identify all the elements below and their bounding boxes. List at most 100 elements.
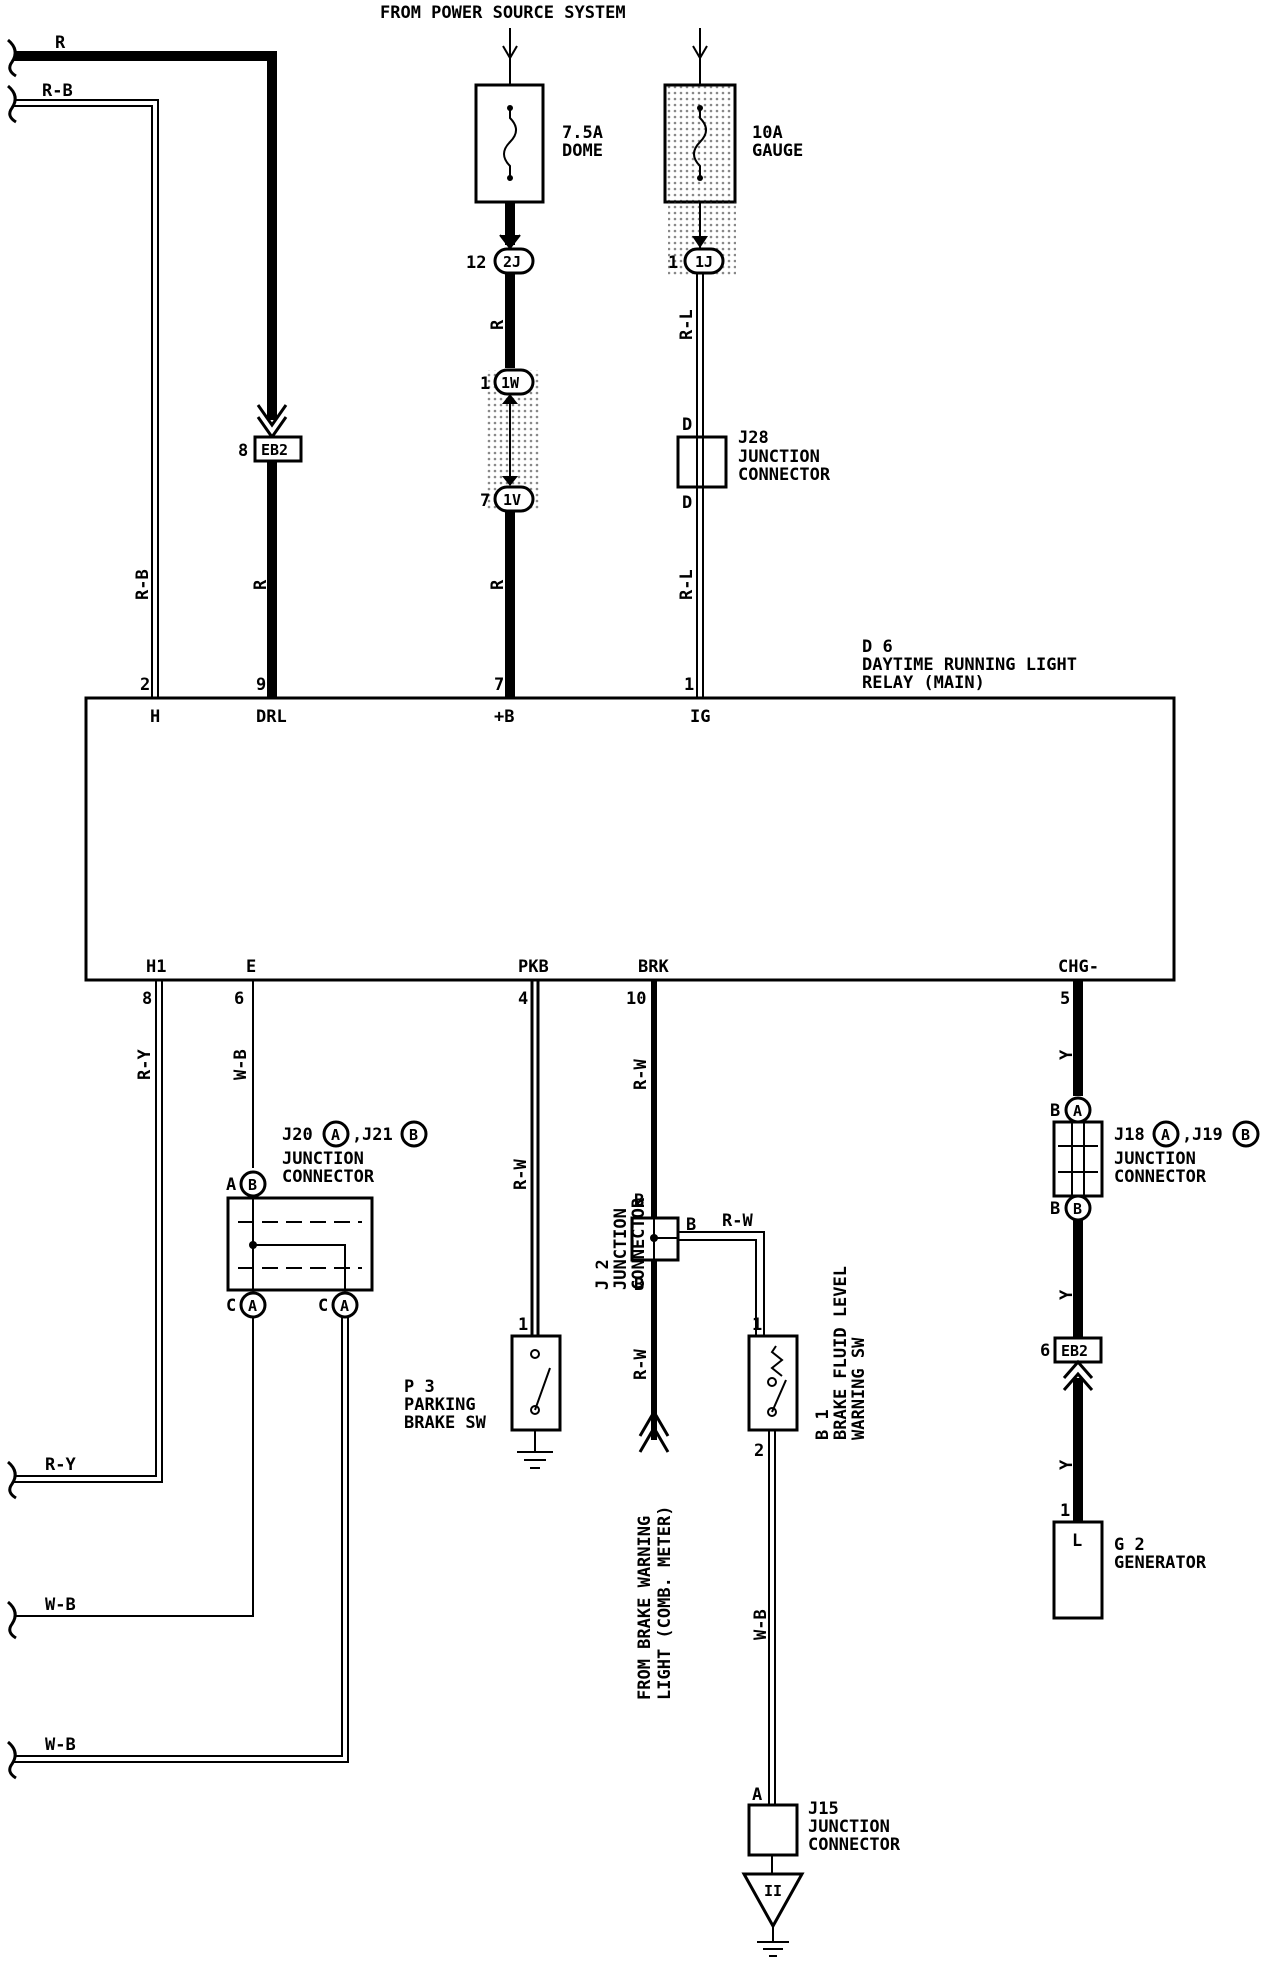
j20-id: J20 bbox=[282, 1125, 313, 1145]
j2-line1: JUNCTION bbox=[611, 1208, 631, 1290]
j21-tag-b-top-text: B bbox=[248, 1176, 257, 1194]
j20-pin-c-left: C bbox=[226, 1296, 236, 1316]
j2-line2: CONNECTOR bbox=[629, 1197, 649, 1290]
j15-line1: JUNCTION bbox=[808, 1817, 890, 1837]
j20-tag-a-right bbox=[331, 1291, 359, 1319]
wire-label-rl-1: R-L bbox=[677, 309, 697, 340]
relay-bottom-pin-num-h1: 8 bbox=[142, 989, 152, 1009]
j20-line2: CONNECTOR bbox=[282, 1167, 375, 1187]
fuse-gauge-name: GAUGE bbox=[752, 141, 803, 161]
wire-label-ry-bottom: R-Y bbox=[45, 1455, 76, 1475]
relay-bottom-pin-e: E bbox=[246, 957, 256, 977]
g2-name: GENERATOR bbox=[1114, 1553, 1207, 1573]
relay-top-pin-h: H bbox=[150, 707, 160, 727]
fuse-dome-name: DOME bbox=[562, 141, 603, 161]
relay-top-pin-num-ig: 1 bbox=[684, 675, 694, 695]
wire-label-r-top: R bbox=[55, 33, 66, 53]
j19-tag-b-bottom-text: B bbox=[1073, 1200, 1082, 1218]
j19-tag-b bbox=[1232, 1120, 1260, 1148]
wire-label-rb-top: R-B bbox=[42, 81, 73, 101]
j21-id: J21 bbox=[362, 1125, 393, 1145]
j20-sep: , bbox=[352, 1125, 362, 1145]
connector-1w-pin: 1 bbox=[480, 374, 490, 394]
g2-pin-1: 1 bbox=[1060, 1501, 1070, 1521]
j20-tag-a-right-text: A bbox=[340, 1297, 349, 1315]
j20-tag-a-text: A bbox=[331, 1126, 340, 1144]
wire-wb-left-2 bbox=[6, 1317, 349, 1780]
relay-top-pin-num-h: 2 bbox=[140, 675, 150, 695]
j28-pin-d-bottom: D bbox=[682, 493, 692, 513]
eb2-connector-top bbox=[253, 435, 303, 463]
relay-top-pin-num-b: 7 bbox=[494, 675, 504, 695]
wire-label-rw-b1: R-W bbox=[722, 1211, 753, 1231]
relay-top-pin-num-drl: 9 bbox=[256, 675, 266, 695]
j20-pin-c-right: C bbox=[318, 1296, 328, 1316]
eb2-label-top: EB2 bbox=[261, 441, 288, 459]
j18-line2: CONNECTOR bbox=[1114, 1167, 1207, 1187]
j18-tag-a-text: A bbox=[1161, 1126, 1170, 1144]
wire-label-y-3: Y bbox=[1057, 1459, 1077, 1470]
j18-id: J18 bbox=[1114, 1125, 1145, 1145]
wire-label-wb-2: W-B bbox=[45, 1735, 76, 1755]
eb2-pin-6: 6 bbox=[1040, 1341, 1050, 1361]
connector-1w-label: 1W bbox=[501, 374, 520, 392]
wire-label-wb-e: W-B bbox=[231, 1049, 251, 1080]
j20-tag-a-left-text: A bbox=[248, 1297, 257, 1315]
relay-top-pin-b: +B bbox=[494, 707, 514, 727]
g2-generator-box bbox=[1052, 1520, 1104, 1620]
p3-line1: PARKING bbox=[404, 1395, 476, 1415]
wire-wb-left-1 bbox=[6, 1317, 254, 1640]
j28-line2: CONNECTOR bbox=[738, 465, 831, 485]
p3-id: P 3 bbox=[404, 1377, 435, 1397]
b1-id: B 1 bbox=[813, 1409, 833, 1440]
j15-id: J15 bbox=[808, 1799, 839, 1819]
relay-top-pin-ig: IG bbox=[690, 707, 710, 727]
fuse-gauge-box bbox=[663, 83, 737, 204]
j18-pin-b-top: B bbox=[1050, 1101, 1060, 1121]
p3-pin-1: 1 bbox=[518, 1315, 528, 1335]
b1-pin-2-label: 2 bbox=[754, 1441, 764, 1461]
j20-line1: JUNCTION bbox=[282, 1149, 364, 1169]
j28-pin-d-top: D bbox=[682, 415, 692, 435]
wire-label-wb-b1: W-B bbox=[751, 1609, 771, 1640]
j15-line2: CONNECTOR bbox=[808, 1835, 901, 1855]
j18-pin-b-bottom: B bbox=[1050, 1199, 1060, 1219]
brake-light-line1: FROM BRAKE WARNING bbox=[635, 1516, 655, 1700]
ground-mark: II bbox=[764, 1882, 782, 1900]
eb2-label-bottom: EB2 bbox=[1061, 1342, 1088, 1360]
wire-ry bbox=[6, 980, 163, 1500]
relay-bottom-pin-chg: CHG- bbox=[1058, 957, 1099, 977]
wire-label-y-2: Y bbox=[1057, 1289, 1077, 1300]
wire-label-ry-vertical: R-Y bbox=[135, 1049, 155, 1080]
j21-tag-b-text: B bbox=[409, 1126, 418, 1144]
wire-label-rl-2: R-L bbox=[677, 569, 697, 600]
wire-label-y-1: Y bbox=[1057, 1049, 1077, 1060]
j19-id: J19 bbox=[1192, 1125, 1223, 1145]
relay-body bbox=[84, 696, 1176, 982]
b1-pin-1: 1 bbox=[752, 1315, 762, 1335]
j20-pin-a-top: A bbox=[226, 1175, 236, 1195]
g2-pin-label: L bbox=[1072, 1531, 1082, 1551]
relay-bottom-pin-num-pkb: 4 bbox=[518, 989, 528, 1009]
connector-2j-label: 2J bbox=[503, 253, 521, 271]
relay-top-pin-drl: DRL bbox=[256, 707, 287, 727]
relay-name-line1: DAYTIME RUNNING LIGHT bbox=[862, 655, 1077, 675]
j2-pin-b-top: B bbox=[634, 1191, 644, 1211]
j15-ground-triangle bbox=[741, 1872, 805, 1930]
connector-1w bbox=[493, 368, 535, 396]
connector-1j-pin: 1 bbox=[668, 253, 678, 273]
eb2-pin-8: 8 bbox=[238, 441, 248, 461]
wire-label-wb-1: W-B bbox=[45, 1595, 76, 1615]
wire-label-r-drl: R bbox=[251, 579, 271, 590]
j21-tag-b bbox=[400, 1120, 428, 1148]
j18-sep: , bbox=[1182, 1125, 1192, 1145]
wire-rb-top bbox=[6, 84, 159, 698]
wire-r-top bbox=[6, 38, 288, 440]
connector-1j-label: 1J bbox=[695, 253, 713, 271]
j20-tag-a bbox=[322, 1120, 350, 1148]
j19-tag-b-text: B bbox=[1241, 1126, 1250, 1144]
j21-tag-b-top bbox=[239, 1170, 267, 1198]
j18-connector-box bbox=[1052, 1120, 1104, 1198]
connector-1v-pin: 7 bbox=[480, 491, 490, 511]
